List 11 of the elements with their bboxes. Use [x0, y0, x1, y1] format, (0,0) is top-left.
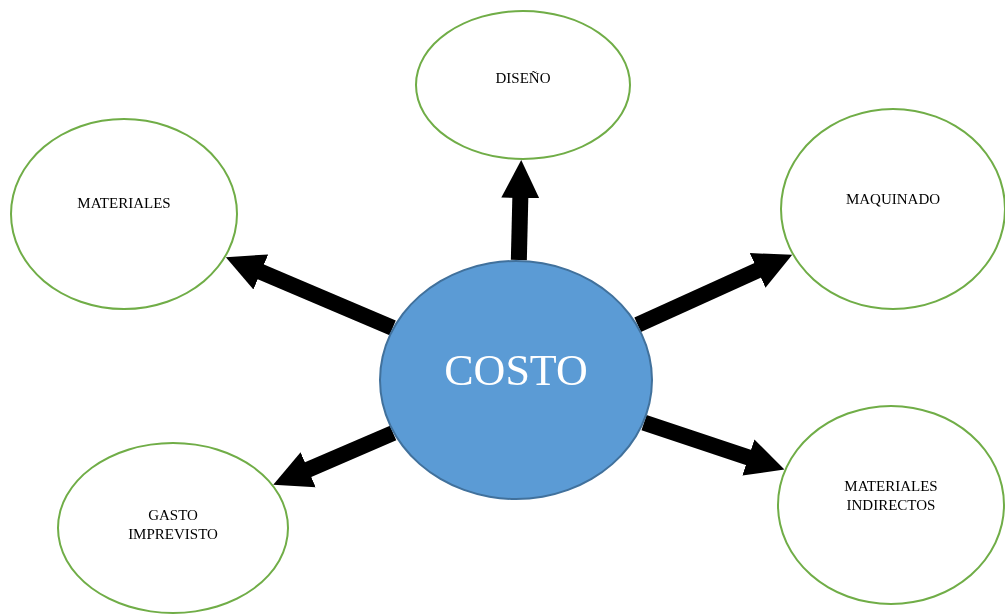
block-arrow	[273, 425, 397, 488]
node-label: MAQUINADO	[845, 189, 941, 209]
node-label: MATERIALES INDIRECTOS	[843, 477, 939, 515]
block-arrow	[225, 254, 396, 336]
node-label: DISEÑO	[495, 68, 551, 88]
block-arrow	[501, 160, 540, 261]
block-arrow	[634, 253, 793, 333]
node-label: GASTO IMPREVISTO	[127, 506, 219, 544]
node-label: MATERIALES	[77, 193, 171, 213]
block-arrow	[641, 415, 785, 476]
node-label: COSTO	[444, 344, 588, 397]
